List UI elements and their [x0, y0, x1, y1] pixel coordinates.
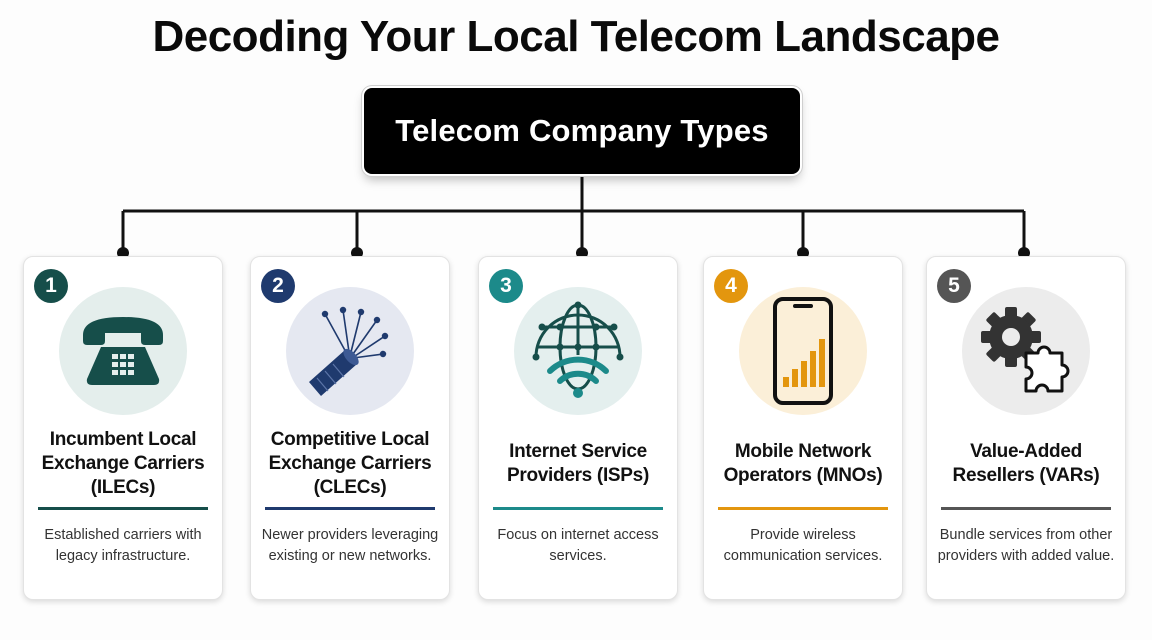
card-vars: 5 Value-Added Resellers (VARs) Bundle se…	[926, 256, 1126, 600]
page-title: Decoding Your Local Telecom Landscape	[152, 12, 1000, 61]
card-description: Established carriers with legacy infrast…	[44, 527, 202, 564]
telephone-icon	[83, 317, 163, 385]
card-isps: 3 Internet Service Providers (ISPs	[478, 256, 678, 600]
smartphone-signal-icon	[773, 297, 833, 405]
card-description: Focus on internet access services.	[497, 527, 659, 564]
card-description: Provide wireless communication services.	[723, 527, 883, 564]
globe-wifi-icon	[532, 301, 624, 398]
card-title: Incumbent Local Exchange Carriers (ILECs…	[41, 429, 205, 498]
card-number-badge: 1	[34, 269, 68, 303]
icon-circle	[962, 287, 1090, 415]
card-divider	[493, 507, 663, 510]
card-mnos: 4 Mobile Network Operators (MNOs) Provid…	[703, 256, 903, 600]
card-title: Value-Added Resellers (VARs)	[952, 441, 1100, 486]
card-title: Mobile Network Operators (MNOs)	[723, 441, 883, 486]
card-number-badge: 2	[261, 269, 295, 303]
card-number-badge: 5	[937, 269, 971, 303]
card-description: Bundle services from other providers wit…	[937, 527, 1115, 564]
card-description: Newer providers leveraging existing or n…	[261, 527, 439, 564]
fiber-cable-icon	[309, 306, 389, 396]
card-divider	[718, 507, 888, 510]
root-node: Telecom Company Types	[364, 88, 800, 174]
icon-circle	[286, 287, 414, 415]
card-title: Competitive Local Exchange Carriers (CLE…	[268, 429, 432, 498]
icon-circle	[514, 287, 642, 415]
card-divider	[38, 507, 208, 510]
card-number-badge: 3	[489, 269, 523, 303]
card-ilecs: 1 Incumbent Local Exchange Carriers (ILE…	[23, 256, 223, 600]
gear-puzzle-icon	[981, 307, 1070, 393]
card-number-badge: 4	[714, 269, 748, 303]
icon-circle	[59, 287, 187, 415]
card-title: Internet Service Providers (ISPs)	[507, 441, 649, 486]
card-clecs: 2 Competitive Local Exchange Carriers (C…	[250, 256, 450, 600]
card-divider	[265, 507, 435, 510]
icon-circle	[739, 287, 867, 415]
card-divider	[941, 507, 1111, 510]
root-label: Telecom Company Types	[395, 113, 769, 148]
